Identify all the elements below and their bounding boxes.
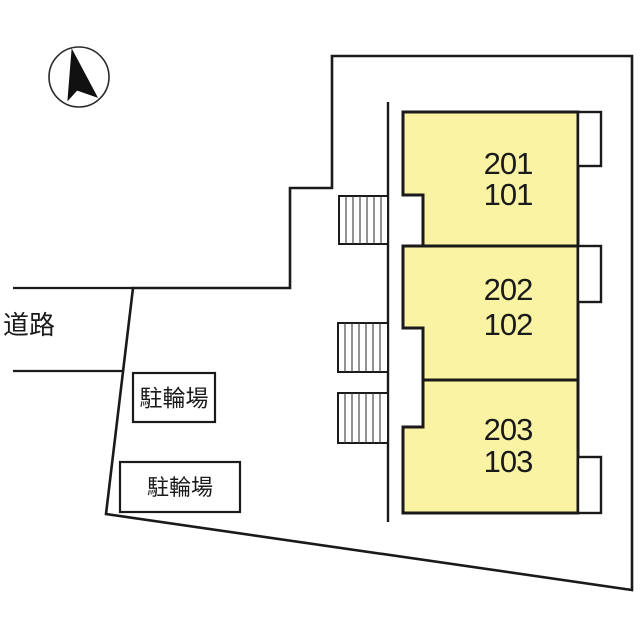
staircase-2 [337, 322, 389, 373]
unit-203-103-alcove [576, 455, 603, 515]
unit-201-101: 201 101 [401, 110, 603, 248]
bike-parking-box-1: 駐輪場 [131, 371, 217, 424]
staircase-1 [338, 195, 389, 245]
staircase-1-steps [345, 196, 382, 244]
unit-102-label-lower: 102 [484, 307, 533, 342]
unit-202-label-upper: 202 [484, 272, 533, 307]
unit-101-label-lower: 101 [484, 177, 533, 212]
road-label: 道路 [3, 310, 55, 340]
bike-parking-box-2: 駐輪場 [118, 460, 242, 514]
unit-203-label-upper: 203 [484, 412, 533, 447]
staircase-3 [337, 392, 389, 444]
unit-203-103: 203 103 [401, 378, 603, 515]
unit-201-label-upper: 201 [484, 146, 533, 181]
unit-202-102-alcove [576, 244, 603, 304]
north-arrow-icon [48, 46, 110, 108]
unit-103-label-lower: 103 [484, 444, 533, 479]
staircase-3-steps [344, 393, 381, 443]
unit-202-102: 202 102 [401, 244, 603, 382]
unit-201-101-alcove [576, 110, 603, 168]
bike-parking-2-label: 駐輪場 [147, 475, 213, 500]
staircase-2-steps [344, 323, 381, 372]
compass-needle [67, 48, 99, 102]
unit-203-103-outline [401, 378, 580, 515]
compass-circle [48, 46, 110, 108]
bike-parking-1-label: 駐輪場 [140, 385, 209, 411]
